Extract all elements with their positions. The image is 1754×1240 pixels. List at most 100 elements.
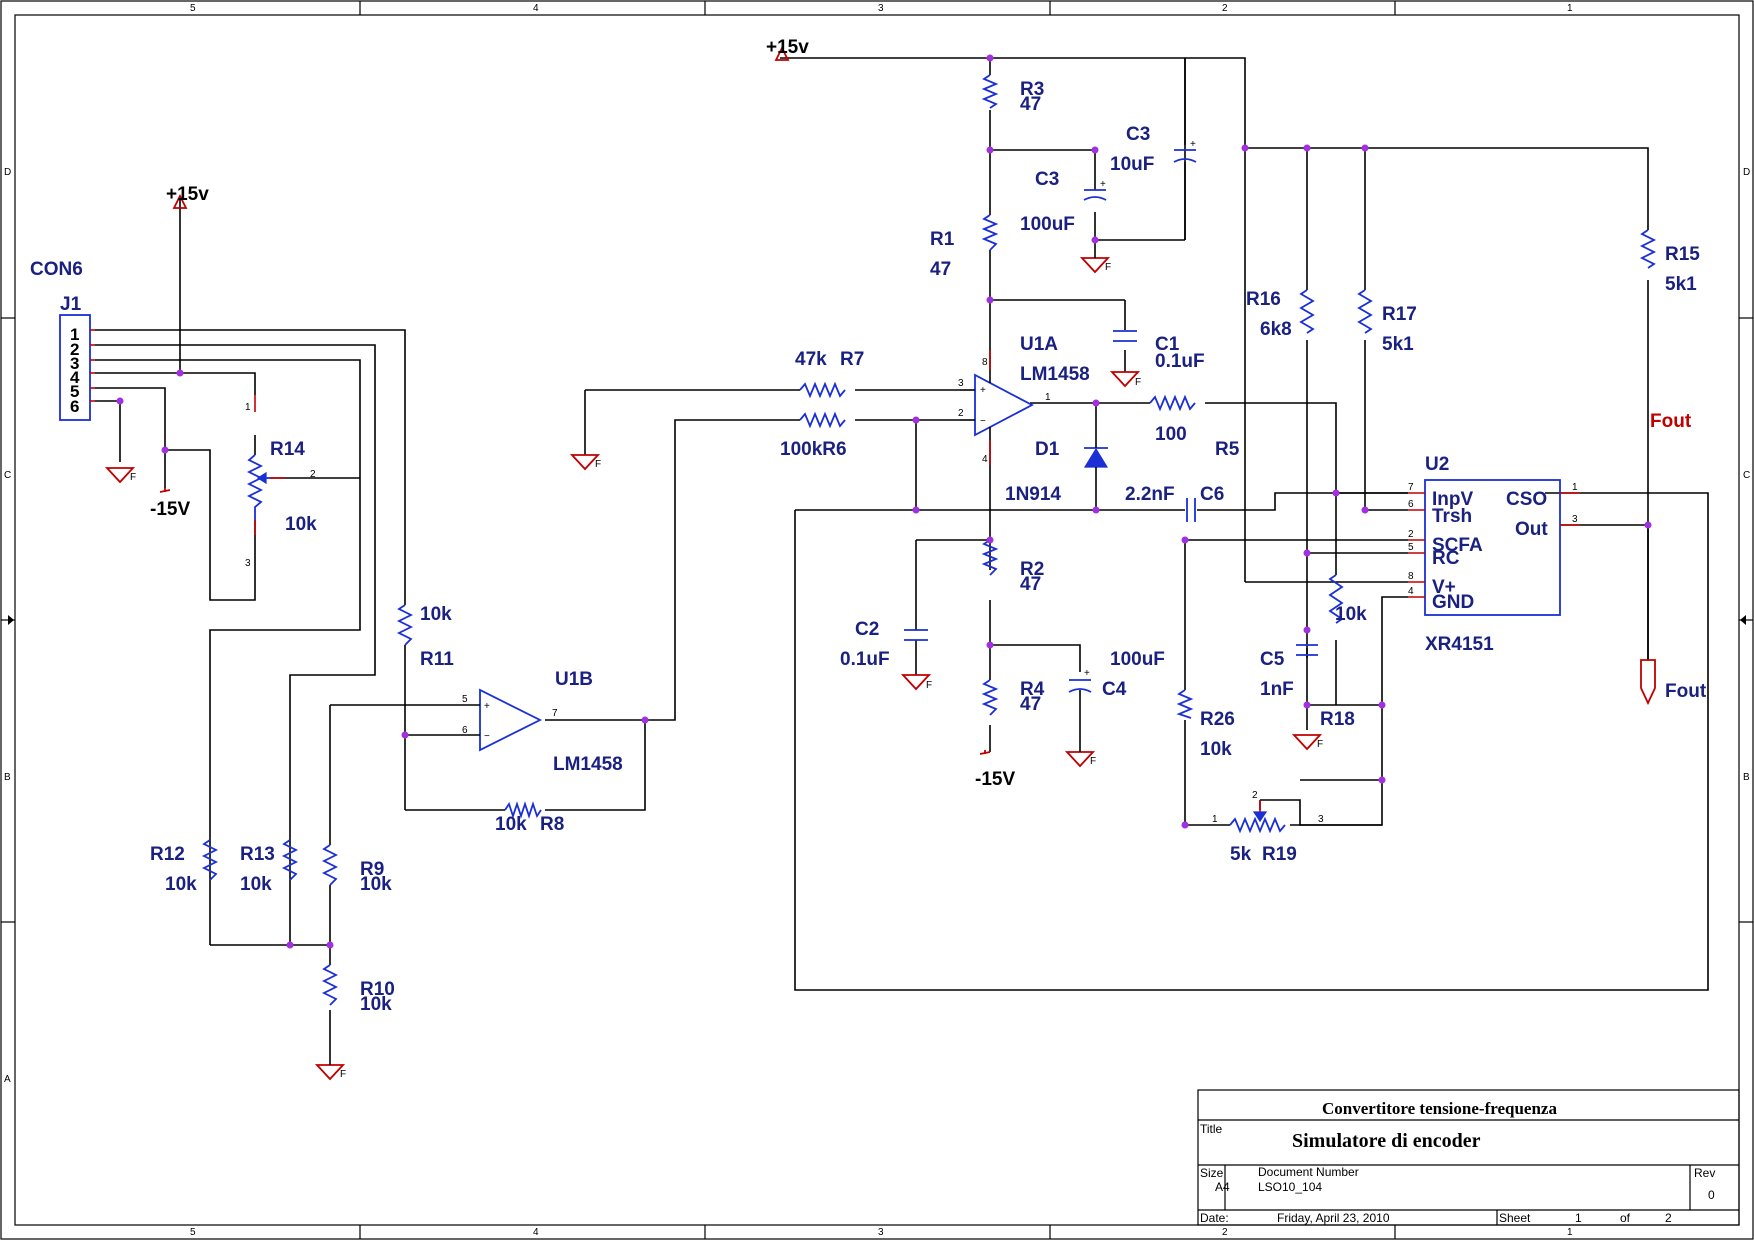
- connector-name: CON6: [30, 259, 83, 280]
- title-block: Convertitore tensione-frequenza Title Si…: [1197, 1089, 1740, 1226]
- resistor-r4-symbol: [981, 679, 999, 716]
- resistor-r11-symbol: [396, 604, 414, 646]
- c3b-value: 100uF: [1020, 214, 1075, 235]
- u1a-value: LM1458: [1020, 364, 1090, 385]
- connector-pin-2: 2: [70, 340, 79, 359]
- title-block-size: A4: [1215, 1180, 1230, 1194]
- resistors: [201, 74, 1657, 1006]
- resistor-r26-symbol: [1176, 689, 1194, 719]
- c6-value: 2.2nF: [1125, 484, 1175, 505]
- vcc-arrow-icon: [172, 193, 188, 209]
- pin-stubs: 1 3 2 1 3 2: [245, 350, 1324, 825]
- r3-value: 47: [1020, 94, 1041, 115]
- ground-icon: [569, 454, 601, 471]
- title-block-date: Friday, April 23, 2010: [1277, 1211, 1390, 1225]
- c4-ref: C4: [1102, 679, 1127, 700]
- title-block-rev: 0: [1708, 1188, 1715, 1202]
- power-labels: +15v +15v -15V -15V: [150, 37, 1015, 790]
- svg-text:F: F: [1105, 262, 1111, 273]
- r13-ref: R13: [240, 844, 275, 865]
- r26-value: 10k: [1200, 739, 1232, 760]
- svg-text:1: 1: [1045, 392, 1051, 403]
- svg-text:3: 3: [245, 558, 251, 569]
- connector-pin-4: 4: [70, 368, 80, 387]
- r18-value: 10k: [1335, 604, 1367, 625]
- u2-value: XR4151: [1425, 634, 1494, 655]
- resistor-r6-symbol: [799, 411, 846, 429]
- title-block-rev-label: Rev: [1694, 1166, 1715, 1180]
- r1-ref: R1: [930, 229, 955, 250]
- vcc-arrow-icon: [774, 45, 790, 61]
- c1-ref: C1: [1155, 334, 1180, 355]
- svg-text:5: 5: [1408, 542, 1414, 553]
- svg-text:8: 8: [1408, 571, 1414, 582]
- r10-value: 10k: [360, 994, 392, 1015]
- title-block-sheet-label: Sheet: [1499, 1211, 1531, 1225]
- opamp-u1b-symbol: + − 5 6 7: [460, 688, 558, 752]
- r9-ref: R9: [360, 859, 384, 880]
- connector-pin-5: 5: [70, 382, 79, 401]
- resistor-r3-symbol: [981, 74, 999, 109]
- u2-pin-vplus: V+: [1432, 577, 1456, 598]
- r19-value: 5k: [1230, 844, 1252, 865]
- pos15-top-label: +15v: [766, 37, 809, 58]
- zone-row-a-left: A: [4, 1074, 11, 1085]
- ground-icon: [104, 467, 136, 484]
- zone-row-b-right: B: [1743, 772, 1750, 783]
- resistor-r7-symbol: [799, 381, 846, 399]
- svg-text:7: 7: [552, 708, 558, 719]
- r14-value: 10k: [285, 514, 317, 535]
- zone-row-c-right: C: [1743, 470, 1750, 481]
- potentiometer-r19-symbol: [1229, 816, 1286, 834]
- vee-marker-icon: [159, 488, 171, 493]
- r7-value: 47k: [795, 349, 827, 370]
- r4-ref: R4: [1020, 679, 1045, 700]
- svg-text:5: 5: [462, 694, 468, 705]
- svg-text:+: +: [1190, 139, 1196, 150]
- r26-ref: R26: [1200, 709, 1235, 730]
- u2-pin-trsh: Trsh: [1432, 506, 1472, 527]
- c3b-ref: C3: [1035, 169, 1059, 190]
- zone-col-3-top: 3: [878, 3, 884, 14]
- r15-ref: R15: [1665, 244, 1700, 265]
- title-block-sheet-total: 2: [1665, 1211, 1672, 1225]
- capacitors: + + +: [904, 139, 1318, 693]
- d1-value: 1N914: [1005, 484, 1061, 505]
- svg-text:4: 4: [1408, 586, 1414, 597]
- r3-ref: R3: [1020, 79, 1044, 100]
- svg-text:8: 8: [982, 357, 988, 368]
- u2-pin-cso: CSO: [1506, 489, 1547, 510]
- title-block-date-label: Date:: [1200, 1211, 1229, 1225]
- title-block-company: Convertitore tensione-frequenza: [1322, 1099, 1557, 1118]
- r13-value: 10k: [240, 874, 272, 895]
- fout-port-label: Fout: [1665, 681, 1707, 702]
- c5-ref: C5: [1260, 649, 1285, 670]
- r6-ref: 100kR6: [780, 439, 847, 460]
- u1b-ref: U1B: [555, 669, 593, 690]
- svg-text:3: 3: [958, 378, 964, 389]
- resistor-r10-symbol: [321, 964, 339, 1006]
- ic-u2-xr4151-symbol: 7 6 2 5 8 4 1 3: [1408, 479, 1580, 616]
- r19-ref: R19: [1262, 844, 1297, 865]
- svg-text:F: F: [1317, 739, 1323, 750]
- svg-text:6: 6: [462, 725, 468, 736]
- svg-text:2: 2: [958, 408, 964, 419]
- resistor-r1-symbol: [981, 214, 999, 251]
- pos15-left-label: +15v: [166, 184, 209, 205]
- c3a-value: 10uF: [1110, 154, 1154, 175]
- r1-value: 47: [930, 259, 951, 280]
- resistor-r2-symbol: [981, 539, 999, 576]
- vee-marker-icon: [979, 750, 991, 755]
- net-labels: Fout Fout: [1650, 411, 1707, 702]
- r17-ref: R17: [1382, 304, 1417, 325]
- svg-text:F: F: [1135, 377, 1141, 388]
- ground-icon: [1109, 371, 1141, 388]
- title-block-title: Simulatore di encoder: [1292, 1130, 1481, 1152]
- zone-col-3-bottom: 3: [878, 1227, 884, 1238]
- r12-ref: R12: [150, 844, 185, 865]
- title-block-docnum-label: Document Number: [1258, 1165, 1359, 1179]
- junctions: [116, 54, 1652, 949]
- c2-ref: C2: [855, 619, 879, 640]
